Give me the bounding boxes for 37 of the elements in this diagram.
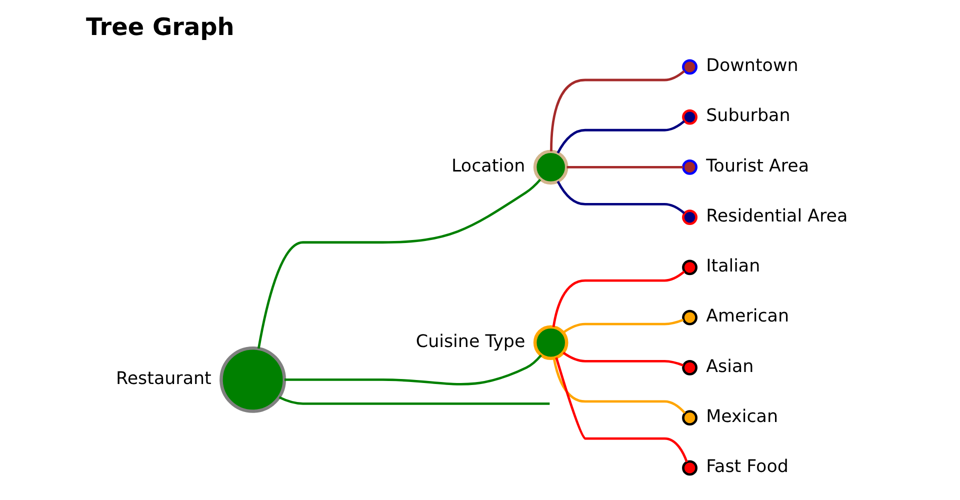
connector [556,180,686,214]
node-label: American [706,306,790,327]
connector [552,270,686,328]
node-label: Cuisine Type [416,332,526,352]
node-circle [682,210,698,226]
connector [284,354,542,386]
node-circle [682,260,698,276]
node-label: Asian [706,356,754,377]
connector [278,396,550,405]
connector [550,70,686,152]
node-label: Tourist Area [706,156,810,176]
node-circle [220,346,286,413]
node-circle [682,159,698,175]
node-circle [682,109,698,125]
node-circle [682,410,698,426]
connector [556,120,686,154]
connector [562,318,684,334]
node-label: Restaurant [116,368,212,389]
node-circle [533,150,568,185]
node-circle [533,325,568,360]
connector [555,357,688,462]
node-label: Fast Food [706,457,788,478]
node-label: Residential Area [706,206,848,226]
connector [552,358,686,414]
node-circle [682,59,698,75]
connector [257,178,542,349]
node-label: Italian [706,256,760,277]
node-label: Suburban [706,106,790,126]
node-circle [682,460,698,476]
node-label: Downtown [706,56,798,76]
node-circle [682,310,698,326]
node-label: Mexican [706,406,778,427]
node-circle [682,360,698,376]
connector [566,166,684,168]
connector [562,352,684,366]
node-label: Location [452,156,526,176]
diagram-title: Tree Graph [86,12,234,41]
